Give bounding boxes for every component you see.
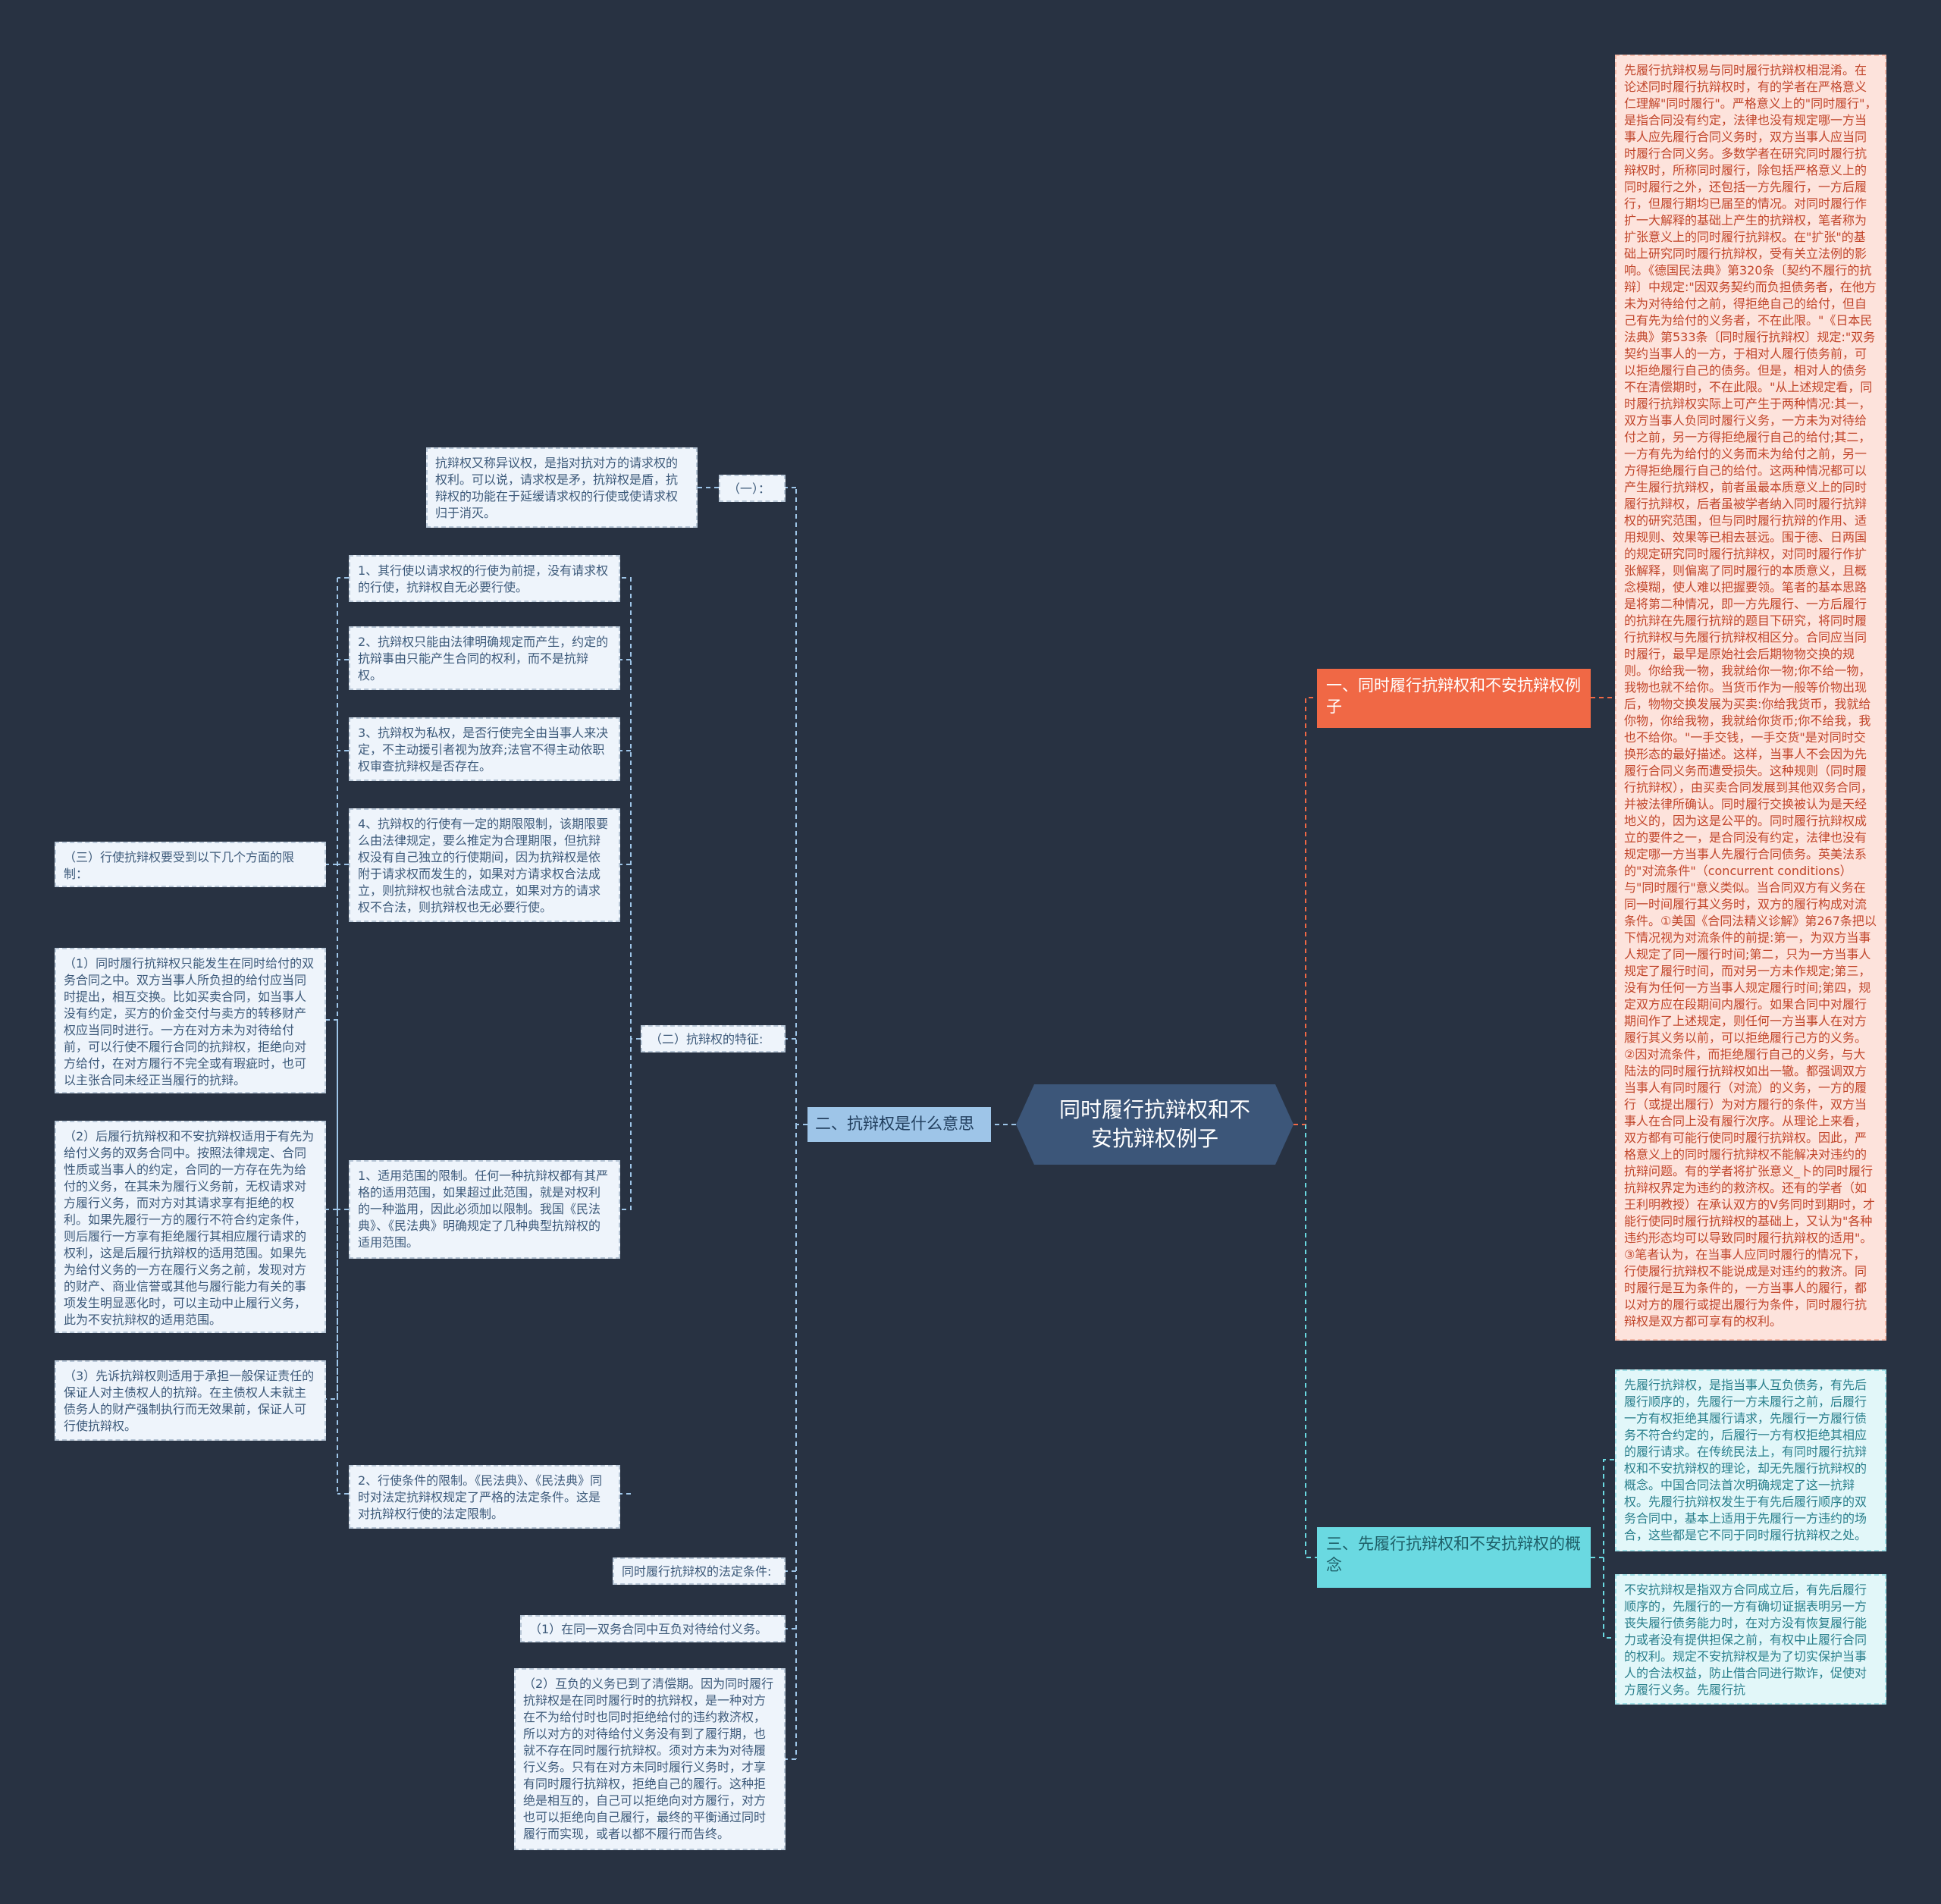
range-sub-2[interactable]: （2）后履行抗辩权和不安抗辩权适用于有先为给付义务的双务合同中。按照法律规定、合… xyxy=(55,1121,326,1333)
branch-1-leaf[interactable]: 先履行抗辩权易与同时履行抗辩权相混淆。在论述同时履行抗辩权时，有的学者在严格意义… xyxy=(1615,55,1886,1341)
section-1-label[interactable]: （一）： xyxy=(719,475,785,502)
branch-3-leaf-1[interactable]: 先履行抗辩权，是指当事人互负债务，有先后履行顺序的，先履行一方未履行之前，后履行… xyxy=(1615,1369,1886,1551)
branch-3-leaf-2[interactable]: 不安抗辩权是指双方合同成立后，有先后履行顺序的，先履行的一方有确切证据表明另一方… xyxy=(1615,1574,1886,1705)
limit-item-range[interactable]: 1、适用范围的限制。任何一种抗辩权都有其严格的适用范围，如果超过此范围，就是对权… xyxy=(349,1160,620,1259)
root-shape xyxy=(1016,1084,1293,1165)
branch-2-node[interactable]: 二、抗辩权是什么意思 xyxy=(807,1107,991,1142)
edge-b3-leaves xyxy=(1591,1459,1615,1639)
branch-1-node[interactable]: 一、同时履行抗辩权和不安抗辩权例子 xyxy=(1317,669,1591,728)
edge-b2-trunk xyxy=(795,488,807,1759)
range-sub-1[interactable]: （1）同时履行抗辩权只能发生在同时给付的双务合同之中。双方当事人所负担的给付应当… xyxy=(55,948,326,1093)
limit-item-condition[interactable]: 2、行使条件的限制。《民法典》、《民法典》同时对法定抗辩权规定了严格的法定条件。… xyxy=(349,1465,620,1529)
condition-item-1[interactable]: （1）在同一双务合同中互负对待给付义务。 xyxy=(520,1615,785,1642)
section-2-label[interactable]: （二）抗辩权的特征: xyxy=(641,1025,785,1052)
edge-root-b3 xyxy=(1305,1125,1317,1558)
section-3-label[interactable]: （三）行使抗辩权要受到以下几个方面的限制： xyxy=(55,842,326,887)
edge-range-subs xyxy=(326,1019,349,1400)
edge-s2-items xyxy=(620,577,641,1495)
feature-item-4[interactable]: 4、抗辩权的行使有一定的期限限制，该期限要么由法律规定，要么推定为合理期限，但抗… xyxy=(349,808,620,922)
range-sub-3[interactable]: （3）先诉抗辩权则适用于承担一般保证责任的保证人对主债权人的抗辩。在主债权人未就… xyxy=(55,1360,326,1441)
feature-item-3[interactable]: 3、抗辩权为私权，是否行使完全由当事人来决定，不主动援引者视为放弃;法官不得主动… xyxy=(349,717,620,781)
branch-3-node[interactable]: 三、先履行抗辩权和不安抗辩权的概念 xyxy=(1317,1527,1591,1588)
section-4-label[interactable]: 同时履行抗辩权的法定条件: xyxy=(613,1557,785,1585)
feature-item-2[interactable]: 2、抗辩权只能由法律明确规定而产生，约定的抗辩事由只能产生合同的权利，而不是抗辩… xyxy=(349,626,620,690)
feature-item-1[interactable]: 1、其行使以请求权的行使为前提，没有请求权的行使，抗辩权自无必要行使。 xyxy=(349,555,620,602)
section-1-leaf[interactable]: 抗辩权又称异议权，是指对抗对方的请求权的权利。可以说，请求权是矛，抗辩权是盾，抗… xyxy=(426,447,698,528)
condition-item-2[interactable]: （2）互负的义务已到了清偿期。因为同时履行抗辩权是在同时履行时的抗辩权，是一种对… xyxy=(514,1668,785,1850)
root-node-title[interactable]: 同时履行抗辩权和不安抗辩权例子 xyxy=(1058,1097,1250,1151)
edge-root-b1 xyxy=(1293,697,1317,1125)
